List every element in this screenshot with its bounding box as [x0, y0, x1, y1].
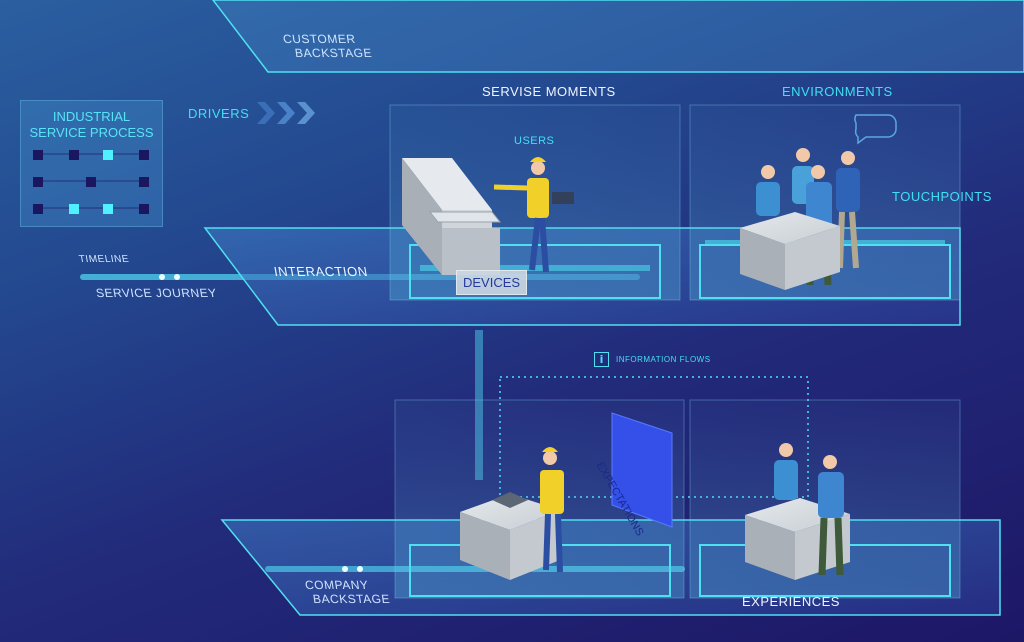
company-backstage-line-1: COMPANY — [304, 578, 370, 592]
company-backstage-line-2: BACKSTAGE — [312, 592, 391, 606]
drivers-label: DRIVERS — [188, 106, 250, 121]
device-machine — [402, 158, 502, 275]
legend-node — [69, 150, 79, 160]
legend-node — [139, 177, 149, 187]
legend-title: INDUSTRIAL SERVICE PROCESS — [21, 109, 162, 141]
legend-node-highlight — [103, 150, 113, 160]
legend-node — [139, 150, 149, 160]
interaction-label: INTERACTION — [272, 264, 369, 279]
legend-node — [139, 204, 149, 214]
touchpoints-label: TOUCHPOINTS — [892, 189, 992, 204]
timeline-label: TIMELINE — [78, 254, 131, 265]
customer-backstage-plane — [212, 0, 1024, 73]
users-label: USERS — [514, 135, 555, 147]
legend-node-highlight — [69, 204, 79, 214]
drivers-arrows-icon — [257, 102, 315, 124]
servise-moments-label: SERVISE MOMENTS — [482, 84, 616, 99]
legend-node — [33, 204, 43, 214]
service-journey-label: SERVICE JOURNEY — [94, 286, 218, 300]
company-backstage-label: COMPANY BACKSTAGE — [304, 578, 391, 606]
information-icon: i — [594, 352, 609, 367]
legend-node — [33, 150, 43, 160]
experience-people — [774, 443, 844, 576]
people-group — [756, 114, 897, 286]
industrial-service-process-legend: INDUSTRIAL SERVICE PROCESS — [20, 100, 163, 227]
worker-phone-figure — [540, 447, 564, 573]
customer-backstage-line-2: BACKSTAGE — [294, 46, 373, 60]
experiences-label: EXPERIENCES — [742, 594, 840, 609]
customer-backstage-line-1: CUSTOMER — [282, 32, 357, 46]
legend-node — [86, 177, 96, 187]
information-flows-label: INFORMATION FLOWS — [616, 355, 711, 364]
legend-node — [33, 177, 43, 187]
devices-badge: DEVICES — [456, 270, 528, 295]
user-figure — [493, 157, 574, 273]
expectations-board — [611, 412, 673, 528]
legend-title-line-2: SERVICE PROCESS — [29, 125, 154, 140]
legend-node-highlight — [103, 204, 113, 214]
customer-backstage-label: CUSTOMER BACKSTAGE — [282, 32, 373, 60]
environment-table — [740, 212, 840, 290]
environments-label: ENVIRONMENTS — [782, 84, 893, 99]
legend-title-line-1: INDUSTRIAL — [52, 109, 131, 124]
